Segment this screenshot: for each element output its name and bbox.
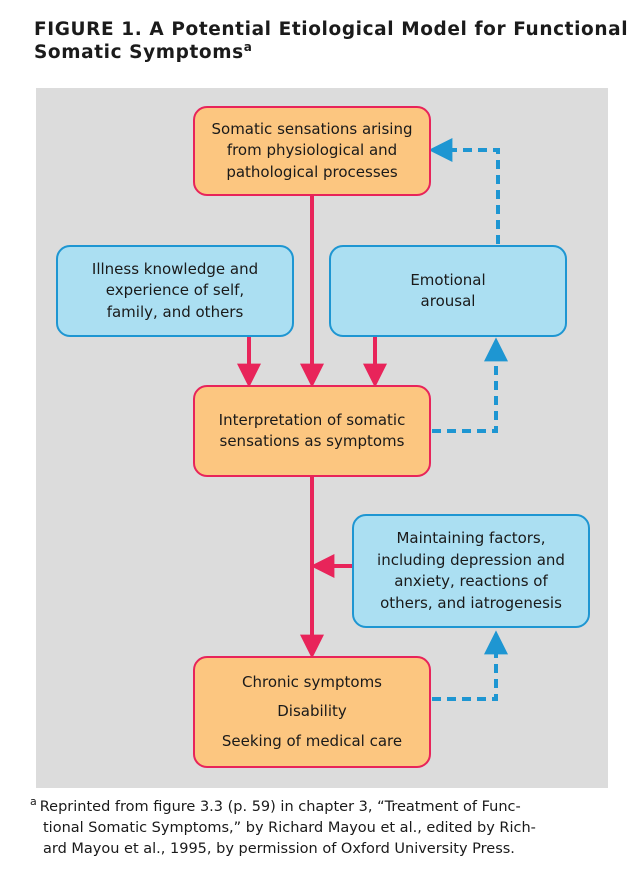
node-somatic-sensations: Somatic sensations arising from physiolo… [193, 106, 431, 196]
figure-title-line-1: FIGURE 1. A Potential Etiological Model … [34, 19, 629, 40]
footnote-line-1-text: Reprinted from figure 3.3 (p. 59) in cha… [39, 799, 521, 815]
node-maintaining-factors: Maintaining factors, including depressio… [352, 514, 590, 628]
footnote-line-2: tional Somatic Symptoms,” by Richard May… [43, 820, 536, 836]
node-illness-knowledge-line-2: experience of self, [105, 281, 245, 300]
node-somatic-sensations-line-3: pathological processes [226, 162, 398, 181]
footnote-marker: a [30, 795, 37, 809]
node-somatic-sensations-line-2: from physiological and [226, 141, 398, 160]
node-outcomes-line-2: Disability [277, 702, 347, 721]
node-outcomes-line-3: Seeking of medical care [221, 731, 403, 750]
node-interpretation: Interpretation of somatic sensations as … [193, 385, 431, 477]
node-somatic-sensations-line-1: Somatic sensations arising [211, 119, 413, 138]
node-emotional-arousal: Emotional arousal [329, 245, 567, 337]
node-interpretation-line-1: Interpretation of somatic [218, 410, 406, 429]
footnote-line-3: ard Mayou et al., 1995, by permission of… [43, 841, 515, 857]
node-illness-knowledge: Illness knowledge and experience of self… [56, 245, 294, 337]
node-interpretation-line-2: sensations as symptoms [219, 432, 405, 450]
node-maintaining-factors-line-1: Maintaining factors, [396, 529, 546, 547]
node-maintaining-factors-line-4: others, and iatrogenesis [380, 593, 562, 612]
dashed-arrow-emotional-to-somatic [428, 138, 500, 244]
node-emotional-arousal-line-2: arousal [420, 292, 476, 310]
node-maintaining-factors-line-3: anxiety, reactions of [394, 572, 548, 590]
node-illness-knowledge-line-3: family, and others [106, 302, 244, 321]
figure-title: FIGURE 1. A Potential Etiological Model … [34, 18, 629, 64]
node-emotional-arousal-line-1: Emotional [410, 270, 486, 289]
node-outcomes: Chronic symptoms Disability Seeking of m… [193, 656, 431, 768]
figure-title-line-2-text: Somatic Symptoms [34, 42, 244, 63]
dashed-arrow-interpretation-to-emotional [432, 337, 508, 433]
figure-title-footnote-marker: a [243, 39, 253, 54]
dashed-arrow-outcomes-to-maintaining [432, 630, 508, 701]
node-maintaining-factors-line-2: including depression and [377, 550, 565, 569]
figure-title-line-2: Somatic Symptomsa [34, 41, 614, 64]
node-outcomes-line-1: Chronic symptoms [242, 672, 382, 691]
node-illness-knowledge-line-1: Illness knowledge and [91, 259, 259, 278]
